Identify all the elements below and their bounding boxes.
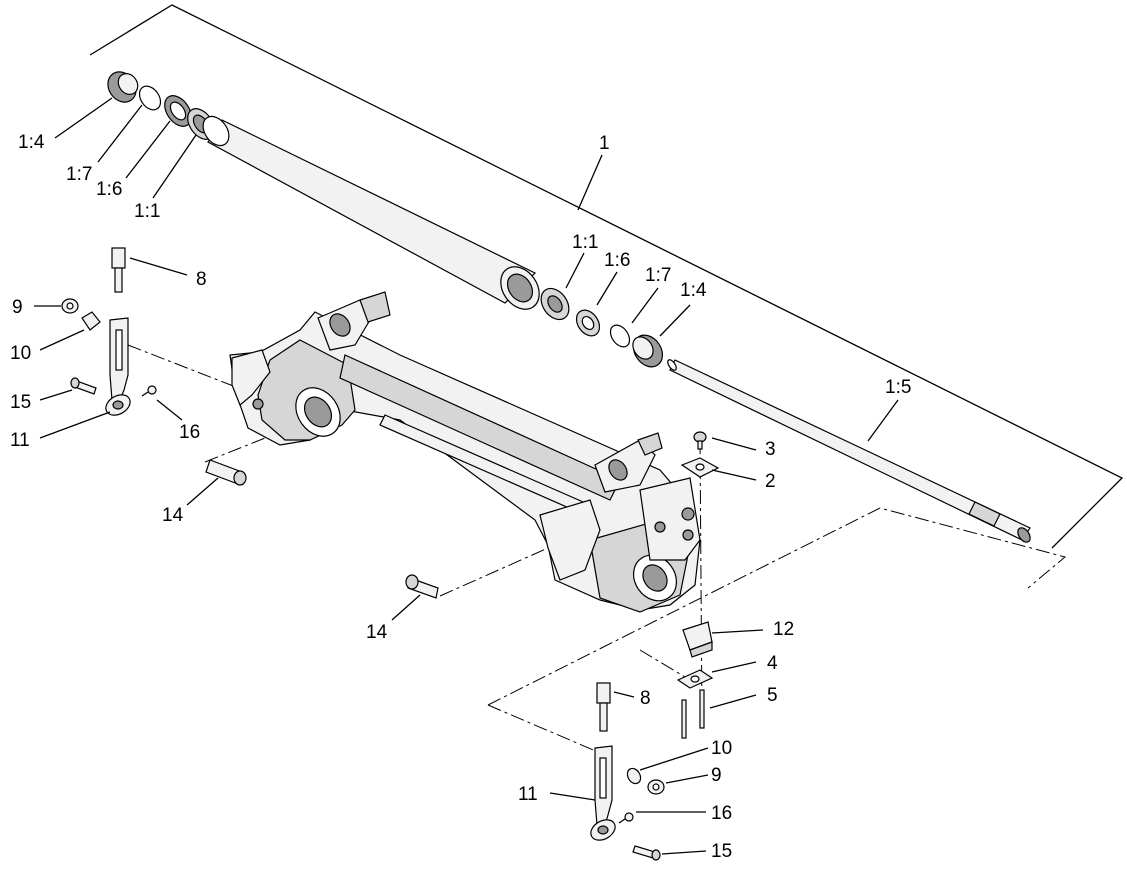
clamp-plate — [680, 457, 720, 478]
top-left-washer — [81, 311, 101, 331]
right-bearing — [540, 287, 570, 321]
label-bottom-nut: 9 — [711, 765, 722, 786]
top-left-adjuster-bolt — [111, 247, 126, 293]
clamp-bolt — [693, 431, 707, 450]
label-bottom-link: 11 — [518, 784, 538, 805]
label-upper-pin: 14 — [162, 505, 184, 526]
leader-lines — [34, 97, 899, 855]
bottom-screw — [618, 812, 634, 824]
label-bottom-adjuster-bolt: 8 — [640, 688, 651, 709]
lower-pin — [405, 574, 439, 599]
right-end-cap — [632, 334, 664, 368]
bottom-pivot-bolt — [632, 845, 661, 861]
frame-upper-knuckle — [317, 291, 391, 351]
label-roller-assembly: 1 — [599, 133, 610, 154]
upper-pin — [205, 459, 247, 486]
left-end-cap — [107, 71, 139, 103]
label-right-bearing: 1:1 — [572, 232, 598, 253]
long-bolts — [681, 689, 705, 739]
right-seal — [575, 309, 601, 337]
label-bottom-screw: 16 — [711, 803, 732, 824]
label-top-left-nut: 9 — [12, 297, 23, 318]
roller-assembly-bracket — [89, 4, 1124, 549]
label-roller-shaft: 1:5 — [885, 377, 911, 398]
main-frame — [229, 311, 701, 613]
label-bottom-pivot-bolt: 15 — [711, 841, 732, 862]
bottom-adjuster-bolt — [596, 682, 611, 732]
label-lower-pin: 14 — [366, 622, 388, 643]
lower-clamp-plate — [676, 669, 714, 689]
label-top-left-adjuster-bolt: 8 — [196, 269, 207, 290]
label-left-seal: 1:6 — [96, 179, 122, 200]
clamp-block — [682, 621, 713, 658]
left-seal — [164, 95, 192, 127]
roller-shaft — [667, 359, 1031, 543]
label-clamp-plate: 2 — [765, 471, 776, 492]
bottom-link — [590, 745, 616, 841]
label-top-left-pivot-bolt: 15 — [10, 392, 31, 413]
top-left-screw — [141, 385, 157, 397]
top-left-link — [105, 317, 131, 416]
right-washer — [609, 324, 631, 348]
callout-labels: 1:4 1:7 1:6 1:1 1 1:1 1:6 1:7 1:4 1:5 8 … — [10, 132, 911, 862]
left-washer — [138, 85, 162, 111]
label-right-washer: 1:7 — [645, 265, 671, 286]
label-clamp-bolt: 3 — [765, 439, 776, 460]
label-left-bearing: 1:1 — [134, 201, 160, 222]
label-lower-clamp-plate: 4 — [767, 653, 778, 674]
top-left-pivot-bolt — [70, 377, 97, 395]
label-top-left-screw: 16 — [179, 422, 200, 443]
roller-tube — [202, 115, 540, 310]
bottom-nut — [647, 779, 665, 795]
label-left-end-cap: 1:4 — [18, 132, 45, 153]
label-top-left-washer: 10 — [10, 343, 31, 364]
label-left-washer: 1:7 — [66, 164, 92, 185]
frame-right-knuckle — [594, 432, 663, 493]
label-clamp-block: 12 — [773, 619, 794, 640]
label-top-left-link: 11 — [10, 430, 30, 451]
bottom-washer — [626, 767, 642, 785]
label-right-seal: 1:6 — [604, 250, 630, 271]
top-left-nut — [61, 298, 79, 314]
label-right-end-cap: 1:4 — [680, 280, 707, 301]
label-long-bolts: 5 — [767, 685, 778, 706]
label-bottom-washer: 10 — [711, 738, 732, 759]
